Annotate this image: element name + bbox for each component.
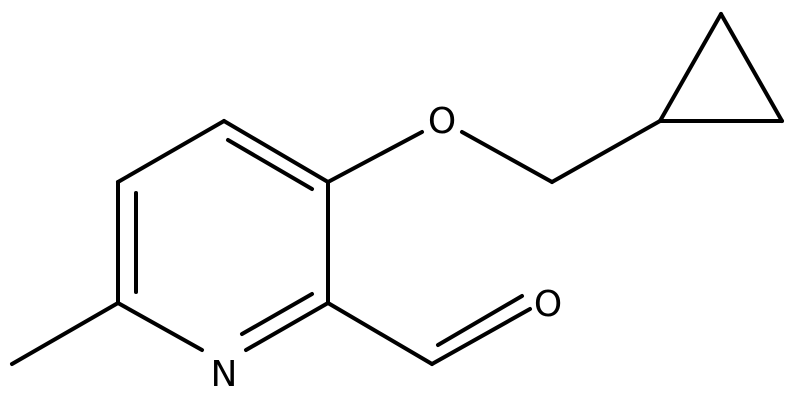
ether-oxygen-label: O: [428, 101, 456, 142]
bond-c3-n-inner: [240, 292, 314, 336]
aldehyde-oxygen-label: O: [534, 284, 562, 325]
cyclopropylmethoxy-group: [326, 12, 784, 184]
bond-c-o-double-inner: [436, 294, 524, 347]
ring-nitrogen-label: N: [211, 354, 238, 395]
bond-cyclopropyl-right: [719, 12, 784, 123]
bond-ring-to-ether-o: [326, 130, 424, 184]
bond-c3-n-double: [244, 301, 330, 352]
bond-c-o-double-outer: [430, 307, 532, 366]
bond-c5-c4-inner: [226, 138, 314, 191]
bond-cyclopropyl-top: [658, 12, 723, 123]
bond-c6-c5: [116, 119, 226, 184]
bond-ch2-to-cyclopropyl: [550, 119, 662, 184]
bond-n-c2: [116, 301, 204, 352]
bond-methyl: [10, 301, 120, 366]
bond-ether-o-to-ch2: [460, 130, 554, 184]
pyridine-ring: [116, 119, 330, 352]
bond-ring-to-cho: [326, 301, 434, 366]
aldehyde-group: [326, 294, 532, 366]
bond-c5-c4-double: [222, 119, 330, 184]
